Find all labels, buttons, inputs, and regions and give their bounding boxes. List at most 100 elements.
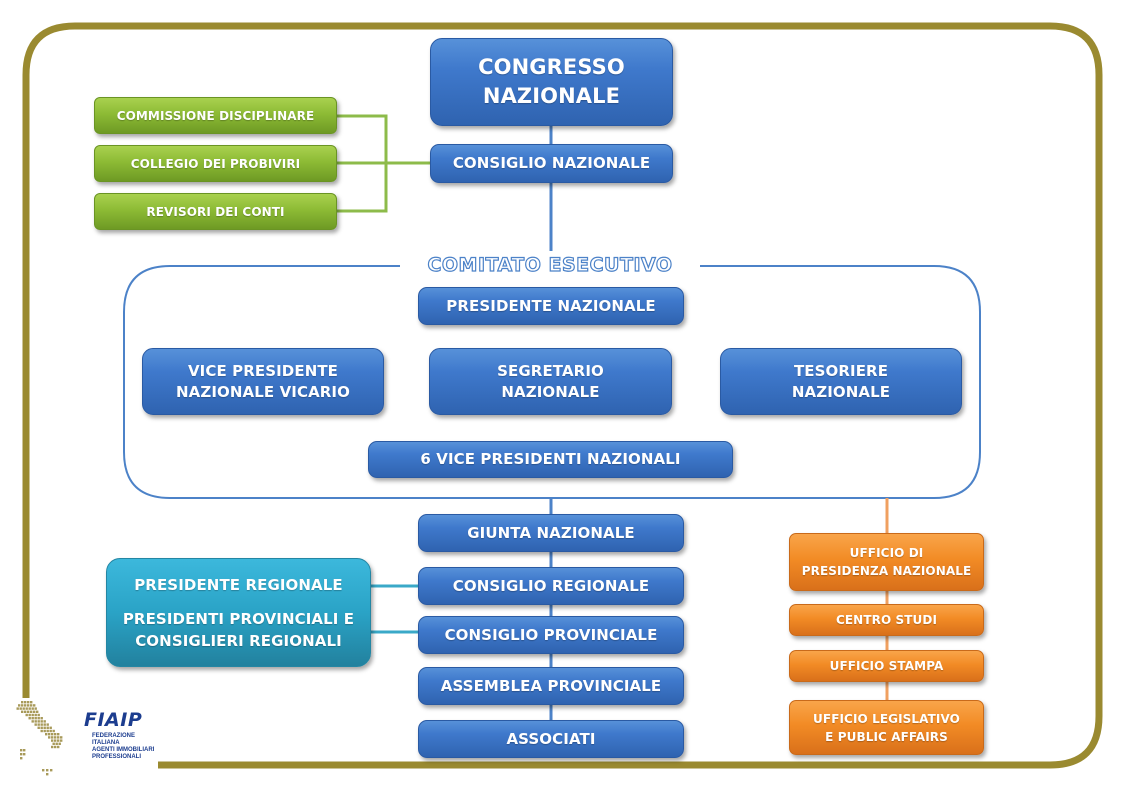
vice-vicario-line-2: NAZIONALE VICARIO [176,382,350,401]
revisori-conti-label: REVISORI DEI CONTI [146,204,285,219]
map-dot [21,704,24,707]
map-dot [28,713,31,717]
presidente-nazionale-box: PRESIDENTE NAZIONALE [418,287,684,325]
comitato-esecutivo-title: COMITATO ESECUTIVO [400,251,700,279]
map-dot [48,736,51,739]
map-dot [23,753,26,756]
map-dot [46,773,49,776]
map-dot [31,717,34,720]
map-dot [22,707,25,710]
map-dot [60,736,63,739]
map-dot [45,733,48,736]
map-dot [54,736,57,739]
map-dot [34,713,37,717]
map-dot [57,745,60,749]
map-dot [58,742,61,745]
presidente-regionale-label: PRESIDENTE REGIONALE [134,575,343,594]
map-dot [50,769,53,772]
map-dot [28,717,31,720]
map-dot [42,769,45,772]
map-dot [55,742,58,745]
collegio-probiviri-label: COLLEGIO DEI PROBIVIRI [130,156,301,171]
map-dot [46,723,49,726]
map-dot [60,739,63,742]
revisori-conti-box: REVISORI DEI CONTI [94,193,337,230]
centro-studi-label: CENTRO STUDI [835,613,938,627]
map-dot [40,723,43,726]
map-dot [27,710,30,713]
map-dot [21,710,24,713]
map-dot [16,707,19,710]
map-dot [24,704,27,707]
map-dot [43,723,46,726]
map-dot [43,726,46,729]
giunta-nazionale-box: GIUNTA NAZIONALE [418,514,684,552]
map-dot [25,707,28,710]
map-dot [54,739,57,742]
assemblea-provinciale-box: ASSEMBLEA PROVINCIALE [418,667,684,705]
map-dot [51,745,54,749]
ufficio-presidenza-box: UFFICIO DI PRESIDENZA NAZIONALE [789,533,984,591]
map-dot [28,707,31,710]
map-dot [52,729,55,733]
outer-frame [22,22,1103,769]
map-dot [34,720,37,723]
tesoriere-line-2: NAZIONALE [791,382,891,401]
logo-subtitle-line-3: PROFESSIONALI [92,754,142,760]
map-dot [49,726,52,729]
connector-control-bodies [337,114,430,213]
congresso-line-1: CONGRESSO [478,55,625,79]
ufficio-stampa-label: UFFICIO STAMPA [829,659,944,673]
map-dot [27,701,30,704]
map-dot [20,749,23,752]
map-dot [30,710,33,713]
map-dot [21,701,24,704]
map-dot [27,704,30,707]
map-dot [24,710,27,713]
map-dot [43,720,46,723]
ufficio-legislativo-line-1: UFFICIO LEGISLATIVO [813,711,960,726]
presidenti-provinciali-line-1: PRESIDENTI PROVINCIALI E [122,609,355,628]
congresso-line-2: NAZIONALE [482,84,621,108]
map-dot [51,736,54,739]
map-dot [54,733,57,736]
segretario-line-1: SEGRETARIO [497,361,604,380]
segretario-line-2: NAZIONALE [501,382,600,401]
associati-box: ASSOCIATI [418,720,684,758]
map-dot [40,720,43,723]
logo-subtitle-line-2: AGENTI IMMOBILIARI [92,747,155,753]
map-dot [40,717,43,720]
commissione-disciplinare-box: COMMISSIONE DISCIPLINARE [94,97,337,134]
vice-vicario-line-1: VICE PRESIDENTE [187,361,339,380]
map-dot [37,720,40,723]
map-dot [52,742,55,745]
map-dot [31,720,34,723]
map-dot [57,733,60,736]
map-dot [43,729,46,733]
map-dot [54,745,57,749]
logo-wordmark: FIAIP [84,709,143,731]
logo-subtitle: FEDERAZIONE ITALIANA AGENTI IMMOBILIARI … [92,733,162,761]
map-dot [57,736,60,739]
fiaip-logo: FIAIP FEDERAZIONE ITALIANA AGENTI IMMOBI… [12,697,162,777]
segretario-nazionale-box: SEGRETARIO NAZIONALE [429,348,672,415]
map-dot [37,713,40,717]
ufficio-presidenza-line-1: UFFICIO DI [849,546,924,560]
map-dot [46,729,49,733]
consiglio-provinciale-label: CONSIGLIO PROVINCIALE [444,625,658,644]
map-dot [34,723,37,726]
map-dot [33,704,36,707]
giunta-label: GIUNTA NAZIONALE [467,523,635,542]
presidenti-provinciali-line-2: CONSIGLIERI REGIONALI [135,631,342,650]
vice-presidente-vicario-box: VICE PRESIDENTE NAZIONALE VICARIO [142,348,384,415]
ufficio-legislativo-box: UFFICIO LEGISLATIVO E PUBLIC AFFAIRS [789,700,984,755]
map-dot [34,707,37,710]
map-dot [31,713,34,717]
map-dot [46,769,49,772]
map-dot [30,701,33,704]
map-dot [25,713,28,717]
associati-label: ASSOCIATI [506,729,596,748]
presidente-nazionale-label: PRESIDENTE NAZIONALE [446,296,656,315]
consiglio-regionale-box: CONSIGLIO REGIONALE [418,567,684,605]
ufficio-stampa-box: UFFICIO STAMPA [789,650,984,682]
